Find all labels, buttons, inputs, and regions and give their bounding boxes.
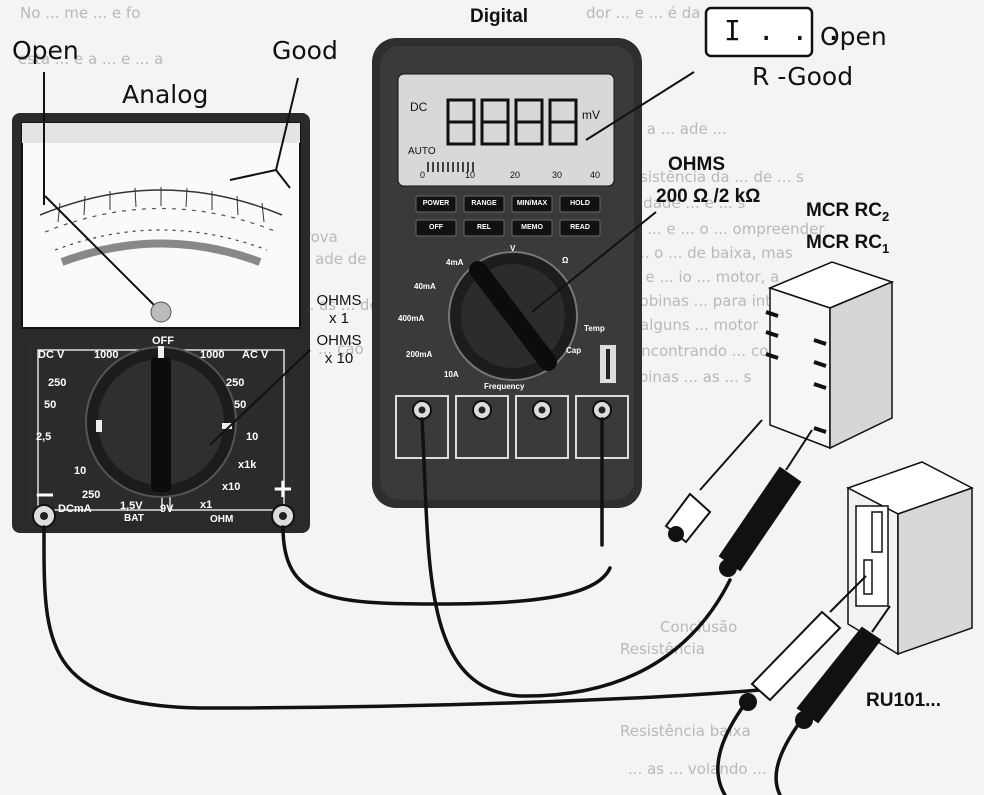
background-text-line: ... as ... de xyxy=(300,296,379,314)
range-ohm-x10: x10 xyxy=(222,481,241,493)
label-r-good: R -Good xyxy=(752,62,854,91)
analog-annotation-lines xyxy=(43,72,311,446)
background-text-line: Resistência xyxy=(620,640,705,658)
dmm-dial-label: 40mA xyxy=(414,282,436,291)
probe-2 xyxy=(718,429,813,577)
dmm-dial-label: 400mA xyxy=(398,314,425,323)
background-text-line: bobinas ... as ... s xyxy=(620,368,752,386)
analog-multimeter xyxy=(12,113,310,533)
analog-dcv-panel: DC V 1000 250 50 2,5 10 250 DCmA 1,5V BA… xyxy=(36,349,162,524)
plus-jack-label: + xyxy=(272,474,294,504)
label-ru101: RU101... xyxy=(866,690,941,711)
background-text-line: g ... e ... io ... motor, a xyxy=(612,268,780,286)
lcd-scale-tick: 20 xyxy=(510,170,521,180)
dmm-dial-label: Ω xyxy=(562,256,569,265)
label-open-digital: Open xyxy=(820,22,887,51)
label-ohms: OHMS xyxy=(668,154,725,175)
background-text-line: está ... e a ... e ... a xyxy=(18,50,164,68)
background-text-line: ela ... e ... o ... ompreender xyxy=(620,220,825,238)
dmm-button-range[interactable]: RANGE xyxy=(471,200,497,207)
background-text-line: alguns ... motor xyxy=(640,316,759,334)
dmm-button-memo[interactable]: MEMO xyxy=(521,224,543,231)
dmm-button-minmax[interactable]: MIN/MAX xyxy=(516,200,548,207)
test-leads xyxy=(42,417,802,795)
range-dcv-2-5: 2,5 xyxy=(36,431,52,443)
dcma-label: DCmA xyxy=(58,503,92,515)
lcd-scale-tick: 30 xyxy=(552,170,563,180)
background-text-line: nuidade ... e ... s xyxy=(620,194,746,212)
digital-button-grid: POWER RANGE MIN/MAX HOLD OFF REL MEMO READ xyxy=(416,196,600,236)
dmm-dial-label: Cap xyxy=(566,346,582,355)
lcd-scale-tick: 0 xyxy=(420,170,426,180)
range-dcma-10: 10 xyxy=(74,465,87,477)
range-ohm-x1: x1 xyxy=(200,499,213,511)
dmm-button-off[interactable]: OFF xyxy=(429,224,443,231)
range-ohm-x1k: x1k xyxy=(238,459,257,471)
dmm-button-read[interactable]: READ xyxy=(570,224,590,231)
range-dcv-50: 50 xyxy=(44,399,57,411)
dmm-dial-label: Frequency xyxy=(484,382,525,391)
label-analog: Analog xyxy=(122,80,209,109)
label-range-200-2k: 200 Ω /2 kΩ xyxy=(656,186,761,207)
background-text-line: No ... me ... e fo xyxy=(20,4,141,22)
bat-1-5v-label: 1,5V xyxy=(120,500,143,512)
range-acv-10: 10 xyxy=(246,431,259,443)
ac-v-label: AC V xyxy=(242,349,269,361)
lcd-dc-label: DC xyxy=(410,100,428,114)
background-text-line: ... as ... volando ... xyxy=(628,760,767,778)
background-text-line: A resistência da ... de ... s xyxy=(610,168,804,186)
background-text-line: A ... o ... de baixa, mas xyxy=(620,244,793,262)
relay-ru101 xyxy=(846,461,974,656)
lcd-mv-label: mV xyxy=(582,108,600,122)
background-text-line: dor ... e ... é da ... a xyxy=(586,4,734,22)
dmm-dial-label: 4mA xyxy=(446,258,464,267)
display-reading: I . . . xyxy=(724,14,843,47)
probe-3 xyxy=(739,575,867,711)
lcd-scale-tick: 40 xyxy=(590,170,601,180)
range-dcv-250: 250 xyxy=(48,377,67,389)
ohm-label: OHM xyxy=(210,514,234,525)
lcd-scale-tick: 10 xyxy=(465,170,476,180)
label-open-analog: Open xyxy=(12,36,79,65)
dmm-button-power[interactable]: POWER xyxy=(422,200,450,207)
dmm-dial-label: Temp xyxy=(584,324,605,333)
label-good: Good xyxy=(272,36,338,65)
dmm-dial-label: 200mA xyxy=(406,350,433,359)
range-acv-50: 50 xyxy=(234,399,247,411)
range-dcv-1000: 1000 xyxy=(94,349,119,361)
off-label: OFF xyxy=(152,335,174,347)
range-acv-250: 250 xyxy=(226,377,245,389)
range-dcma-250: 250 xyxy=(82,489,101,501)
digital-dial-labels: 4mA V Ω 40mA 400mA 200mA 10A Frequency Cap Temp xyxy=(380,240,634,391)
minus-jack-label: − xyxy=(34,480,56,510)
display-reading-box xyxy=(704,6,814,58)
analog-acv-panel: AC V 1000 250 50 10 x1k x10 x1 OHM xyxy=(170,349,284,525)
dc-v-label: DC V xyxy=(38,349,65,361)
probe-4 xyxy=(795,605,891,729)
bat-label: BAT xyxy=(124,513,144,524)
label-ohms-x1: OHMS x 1 xyxy=(316,292,362,327)
background-text-line: ... ção xyxy=(318,340,364,358)
dmm-button-rel[interactable]: REL xyxy=(477,224,491,231)
label-mcr-rc1: MCR RC1 xyxy=(806,232,890,256)
label-ohms-x10: OHMS x 10 xyxy=(316,332,362,367)
relay-mcr xyxy=(765,261,895,450)
digital-multimeter xyxy=(372,38,642,508)
background-text-line: Resistência baixa xyxy=(620,722,751,740)
lcd-bargraph-scale: 0 10 20 30 40 xyxy=(420,170,610,182)
background-text-line: bobinas ... para inte xyxy=(630,292,781,310)
range-acv-1000: 1000 xyxy=(200,349,225,361)
label-digital: Digital xyxy=(470,6,529,27)
dmm-dial-label: 10A xyxy=(444,370,459,379)
dmm-dial-label: V xyxy=(510,244,516,253)
probe-1 xyxy=(664,419,763,544)
lcd-auto-label: AUTO xyxy=(408,146,436,157)
bat-9v-label: 9V xyxy=(160,503,174,515)
label-mcr-rc2: MCR RC2 xyxy=(806,200,890,224)
dmm-button-hold[interactable]: HOLD xyxy=(570,200,590,207)
